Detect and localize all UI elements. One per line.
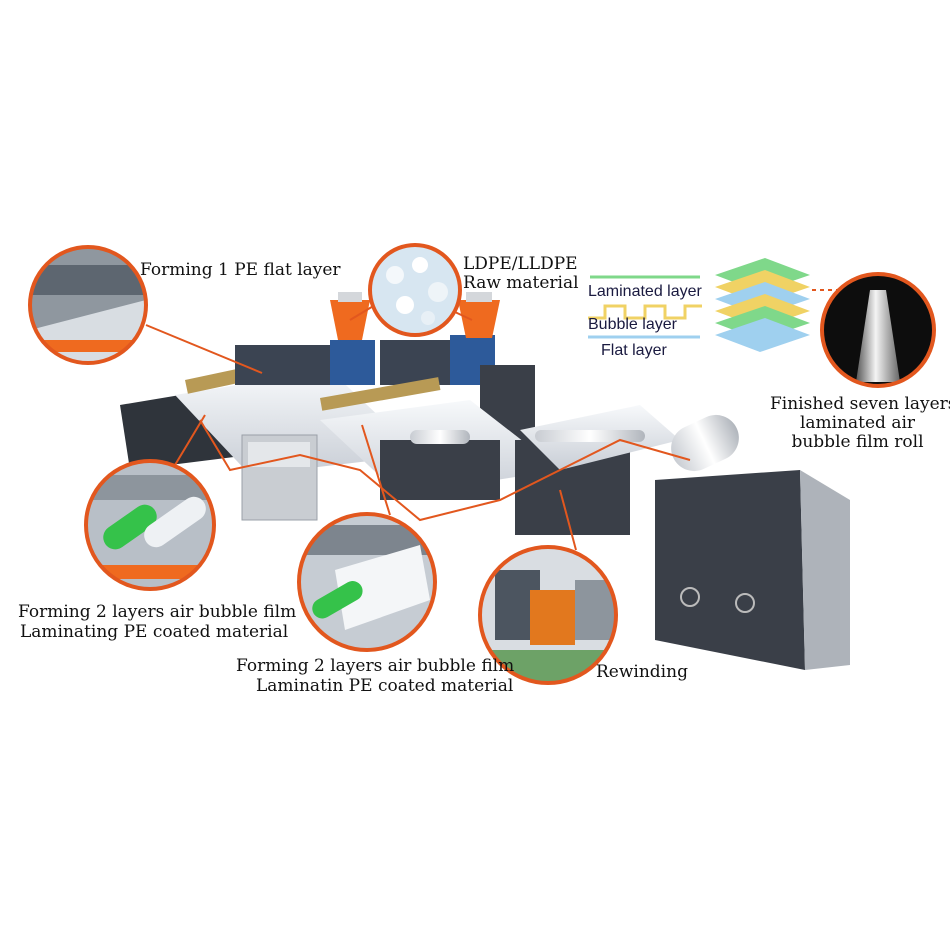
callout-raw-material <box>368 243 462 337</box>
label-forming-b-1: Forming 2 layers air bubble film <box>236 656 515 676</box>
label-finished-1: Finished seven layers <box>770 394 950 414</box>
legend-laminated-label: Laminated layer <box>588 283 702 300</box>
label-finished-3: bubble film roll <box>791 432 924 452</box>
label-forming-a-1: Forming 2 layers air bubble film <box>18 602 297 622</box>
hopper-2 <box>458 300 500 338</box>
orange-cables <box>199 419 691 522</box>
rewind-roll <box>671 414 739 472</box>
hopper-cap-2 <box>466 292 492 302</box>
callout-lines <box>145 289 850 551</box>
right-roll <box>535 430 645 442</box>
rewinder-cabinet <box>655 470 805 670</box>
machine-line <box>120 292 850 670</box>
label-forming-flat: Forming 1 PE flat layer <box>140 260 341 280</box>
callout-forming-b <box>297 512 437 652</box>
label-raw-material-2: Raw material <box>463 273 579 293</box>
legend-flat-label: Flat layer <box>601 342 667 359</box>
callout-forming-a <box>84 459 216 591</box>
layer-legend <box>588 258 810 352</box>
stack-layer-6 <box>715 318 810 352</box>
legend-bubble-label: Bubble layer <box>588 316 677 333</box>
extruder-body-1 <box>235 345 345 385</box>
middle-roll <box>410 430 470 444</box>
label-raw-material-1: LDPE/LLDPE <box>463 254 578 274</box>
middle-frame <box>380 440 500 500</box>
rewinder-side <box>800 470 850 670</box>
fan-icon-1 <box>680 587 700 607</box>
middle-heater-bar <box>320 377 441 411</box>
label-finished-2: laminated air <box>799 413 916 433</box>
label-forming-a-2: Laminating PE coated material <box>20 622 289 642</box>
callout-finished-roll <box>820 272 936 388</box>
legend-bubble-line <box>588 304 702 320</box>
label-rewinding: Rewinding <box>596 662 688 682</box>
extruder-motor-1 <box>330 340 375 385</box>
callout-forming-flat <box>28 245 148 365</box>
hopper-cap-1 <box>338 292 362 302</box>
label-forming-b-2: Laminatin PE coated material <box>256 676 514 696</box>
fan-icon-2 <box>735 593 755 613</box>
